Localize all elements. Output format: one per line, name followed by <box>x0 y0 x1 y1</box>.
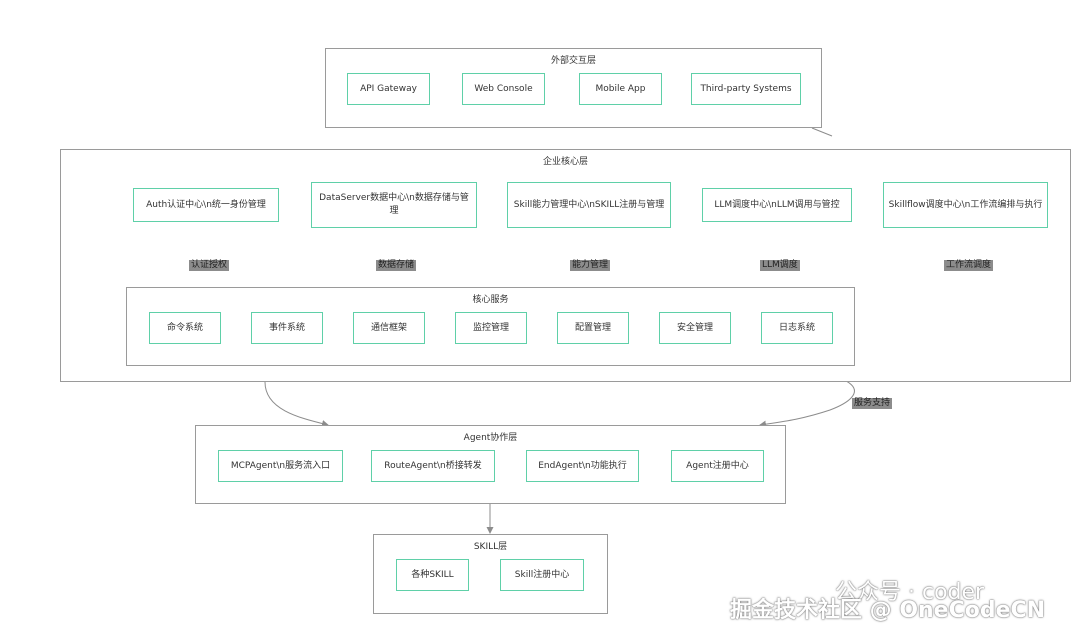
api-gateway-node[interactable]: API Gateway <box>347 73 430 105</box>
agent-layer-title: Agent协作层 <box>463 433 518 443</box>
agent-registry-node[interactable]: Agent注册中心 <box>671 450 764 482</box>
edge-core-to-agent <box>264 381 329 427</box>
edge-external-to-core <box>811 127 833 137</box>
skill-registry-node[interactable]: Skill注册中心 <box>500 559 584 591</box>
agent-layer: Agent协作层 MCPAgent\n服务流入口 RouteAgent\n桥接转… <box>195 425 786 504</box>
edge-label-flow: 工作流调度 <box>944 260 994 271</box>
edge-label-skill: 能力管理 <box>570 260 611 271</box>
communication-framework-node[interactable]: 通信框架 <box>353 312 425 344</box>
edge-label-llm: LLM调度 <box>760 260 800 271</box>
external-layer-title: 外部交互层 <box>550 56 596 66</box>
wechat-watermark: 公众号 · coder <box>835 580 985 605</box>
edge-label-service-support: 服务支持 <box>852 398 893 409</box>
log-system-node[interactable]: 日志系统 <box>761 312 833 344</box>
mcp-agent-node[interactable]: MCPAgent\n服务流入口 <box>218 450 343 482</box>
security-management-node[interactable]: 安全管理 <box>659 312 731 344</box>
end-agent-node[interactable]: EndAgent\n功能执行 <box>526 450 639 482</box>
third-party-systems-node[interactable]: Third-party Systems <box>691 73 801 105</box>
event-system-node[interactable]: 事件系统 <box>251 312 323 344</box>
llm-center-node[interactable]: LLM调度中心\nLLM调用与管控 <box>702 188 852 222</box>
edge-label-auth: 认证授权 <box>189 260 230 271</box>
skill-center-node[interactable]: Skill能力管理中心\nSKILL注册与管理 <box>507 182 671 228</box>
command-system-node[interactable]: 命令系统 <box>149 312 221 344</box>
config-management-node[interactable]: 配置管理 <box>557 312 629 344</box>
auth-center-node[interactable]: Auth认证中心\n统一身份管理 <box>133 188 279 222</box>
web-console-node[interactable]: Web Console <box>462 73 545 105</box>
monitoring-node[interactable]: 监控管理 <box>455 312 527 344</box>
skillflow-center-node[interactable]: Skillflow调度中心\n工作流编排与执行 <box>883 182 1048 228</box>
edge-label-data: 数据存储 <box>376 260 417 271</box>
core-layer-title: 企业核心层 <box>542 157 588 167</box>
external-layer: 外部交互层 API Gateway Web Console Mobile App… <box>325 48 822 128</box>
mobile-app-node[interactable]: Mobile App <box>579 73 662 105</box>
skill-layer: SKILL层 各种SKILL Skill注册中心 <box>373 534 608 614</box>
skills-node[interactable]: 各种SKILL <box>396 559 469 591</box>
skill-layer-title: SKILL层 <box>473 542 508 552</box>
core-services-title: 核心服务 <box>472 295 509 305</box>
site-watermark: 掘金技术社区 @ OneCodeCN <box>730 598 1046 623</box>
route-agent-node[interactable]: RouteAgent\n桥接转发 <box>371 450 495 482</box>
data-server-node[interactable]: DataServer数据中心\n数据存储与管理 <box>311 182 477 228</box>
core-services-group: 核心服务 命令系统 事件系统 通信框架 监控管理 配置管理 安全管理 日志系统 <box>126 287 855 366</box>
